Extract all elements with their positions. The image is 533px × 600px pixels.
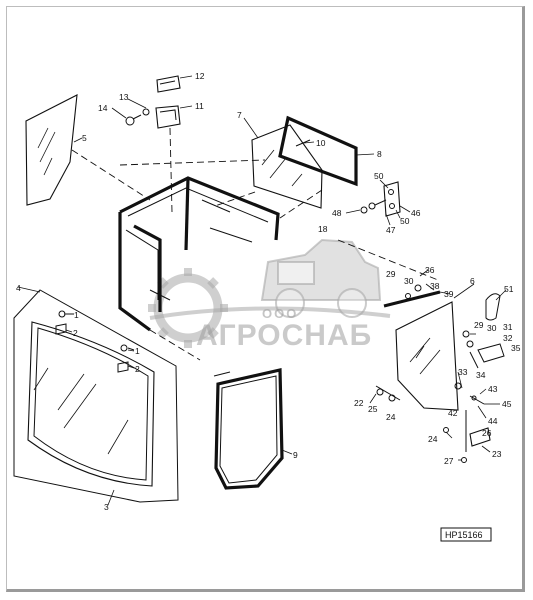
callout-39: 39 xyxy=(444,289,454,299)
part-46-hinge xyxy=(383,181,401,217)
part-13-washer xyxy=(142,108,150,116)
callout-30-right: 30 xyxy=(487,323,497,333)
callout-13: 13 xyxy=(119,92,129,102)
parts-29-35-latch xyxy=(462,330,505,369)
part-39-hinge-rod xyxy=(383,290,441,308)
callout-18: 18 xyxy=(318,224,328,234)
watermark-logo: ООО АГРОСНАБ xyxy=(148,238,391,352)
callout-38: 38 xyxy=(430,281,440,291)
callout-1-top: 1 xyxy=(74,310,79,320)
callout-12: 12 xyxy=(195,71,205,81)
callout-31: 31 xyxy=(503,322,513,332)
callout-45: 45 xyxy=(502,399,512,409)
callout-9: 9 xyxy=(293,450,298,460)
part-9-door-seal xyxy=(213,368,284,490)
callout-32: 32 xyxy=(503,333,513,343)
part-11-handle-bracket xyxy=(155,105,181,129)
callout-leaders xyxy=(17,75,507,506)
cab-frame xyxy=(118,176,280,332)
part-14-screw xyxy=(125,114,142,126)
callout-8: 8 xyxy=(377,149,382,159)
callout-26: 26 xyxy=(482,428,492,438)
callout-25: 25 xyxy=(368,404,378,414)
part-5-side-glass xyxy=(25,94,78,206)
callout-42: 42 xyxy=(448,408,458,418)
part-8-seal xyxy=(278,115,358,187)
callout-2-top: 2 xyxy=(73,328,78,338)
callout-10: 10 xyxy=(316,138,326,148)
callout-43: 43 xyxy=(488,384,498,394)
part-6-door-glass xyxy=(395,301,459,411)
part-12-handle-cover xyxy=(156,75,181,93)
callout-1-bottom: 1 xyxy=(135,346,140,356)
parts-23-27-lower-hinge xyxy=(443,410,491,463)
callout-4: 4 xyxy=(16,283,21,293)
callout-6: 6 xyxy=(470,276,475,286)
callout-47: 47 xyxy=(386,225,396,235)
part-10-clip xyxy=(295,139,311,147)
callout-50-bottom: 50 xyxy=(400,216,410,226)
callout-11: 11 xyxy=(195,101,204,111)
parts-36-38-bolts xyxy=(405,284,422,299)
callout-30-top: 30 xyxy=(404,276,414,286)
callout-33: 33 xyxy=(458,367,468,377)
callout-14: 14 xyxy=(98,103,108,113)
callout-7: 7 xyxy=(237,110,242,120)
callout-3: 3 xyxy=(104,502,109,512)
figure-reference-box: HP15166 xyxy=(440,527,492,542)
callout-29-right: 29 xyxy=(474,320,484,330)
part-7-rear-glass xyxy=(251,124,323,209)
callout-48: 48 xyxy=(332,208,342,218)
watermark-company-form: ООО xyxy=(262,306,298,321)
callout-46: 46 xyxy=(411,208,421,218)
parts-22-25-hinge xyxy=(375,385,401,402)
parts-42-45-pin xyxy=(454,382,485,405)
callout-51: 51 xyxy=(504,284,514,294)
callout-23: 23 xyxy=(492,449,502,459)
callout-29-top: 29 xyxy=(386,269,396,279)
callout-24-low: 24 xyxy=(428,434,438,444)
part-4-windshield-panel xyxy=(13,289,179,503)
callout-34: 34 xyxy=(476,370,486,380)
callout-27: 27 xyxy=(444,456,454,466)
part-48-bolts xyxy=(360,199,387,214)
callout-22: 22 xyxy=(354,398,364,408)
callout-50-top: 50 xyxy=(374,171,384,181)
callout-44: 44 xyxy=(488,416,498,426)
callout-35: 35 xyxy=(511,343,521,353)
callout-numbers: 12 13 14 11 5 7 10 8 50 48 47 50 46 18 2… xyxy=(16,71,521,512)
watermark-company-name: АГРОСНАБ xyxy=(196,319,372,352)
swoosh-line xyxy=(149,306,391,320)
callout-24-mid: 24 xyxy=(386,412,396,422)
figure-reference: HP15166 xyxy=(445,530,483,540)
leader-dashed-lines xyxy=(71,127,439,361)
callout-2-bottom: 2 xyxy=(135,364,140,374)
callout-5: 5 xyxy=(82,133,87,143)
callout-36: 36 xyxy=(425,265,435,275)
part-51-handle xyxy=(485,293,501,321)
